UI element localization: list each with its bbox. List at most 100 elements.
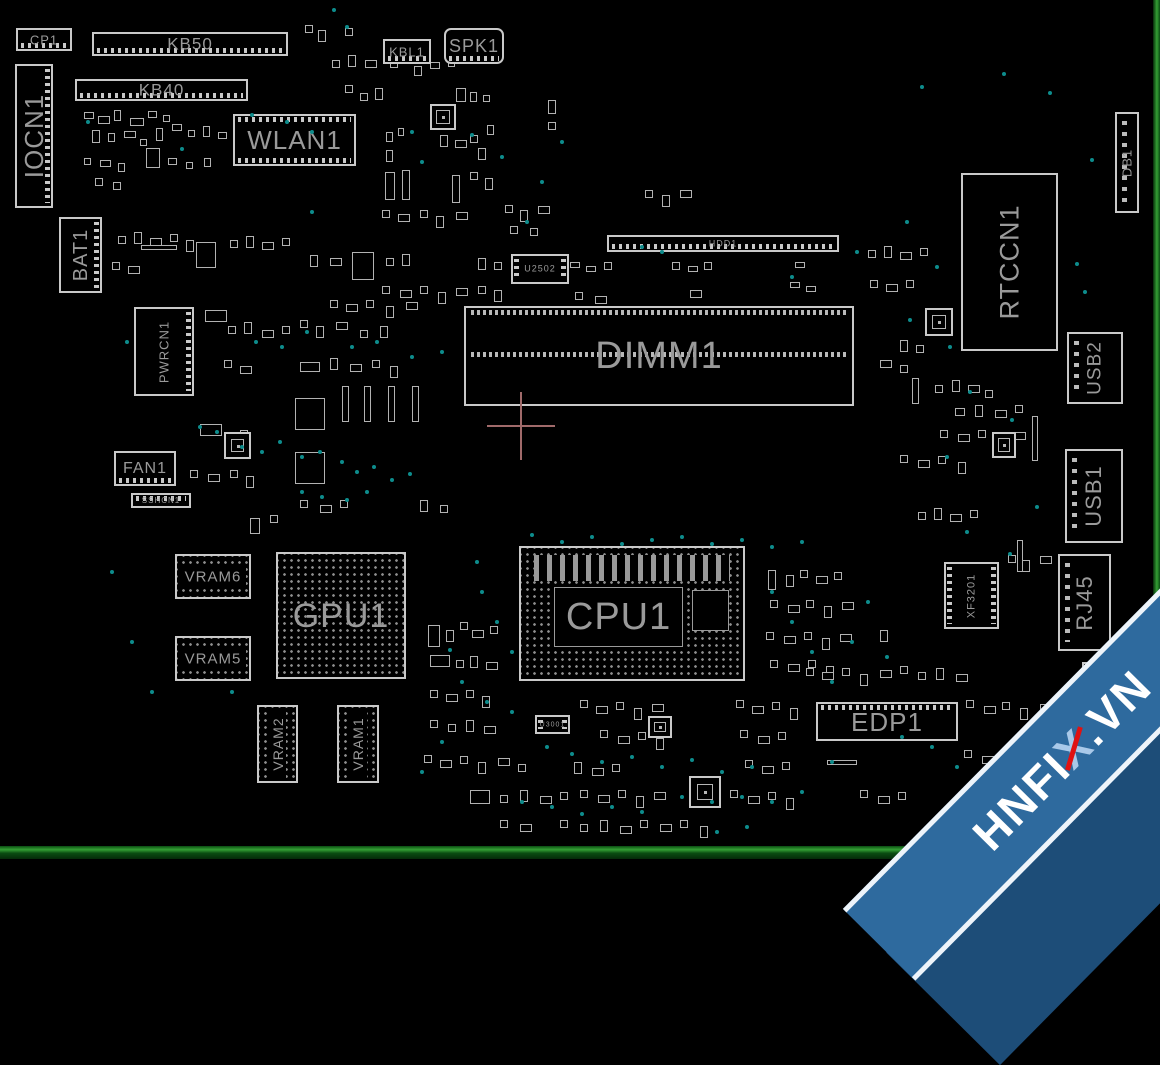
smd-part[interactable]	[478, 762, 486, 774]
smd-part[interactable]	[740, 730, 748, 738]
smd-part[interactable]	[382, 210, 390, 218]
smd-part[interactable]	[386, 306, 394, 318]
smd-part[interactable]	[595, 296, 607, 304]
smd-part[interactable]	[300, 500, 308, 508]
smd-part[interactable]	[574, 762, 582, 774]
smd-part[interactable]	[520, 790, 528, 802]
smd-part[interactable]	[920, 248, 928, 256]
smd-part[interactable]	[936, 668, 944, 680]
smd-part[interactable]	[386, 132, 393, 142]
smd-part[interactable]	[406, 302, 418, 310]
component-hdd1[interactable]: HDD1	[607, 235, 839, 252]
smd-part[interactable]	[958, 462, 966, 474]
smd-part[interactable]	[592, 768, 604, 776]
smd-part[interactable]	[366, 300, 374, 308]
smd-part[interactable]	[616, 702, 624, 710]
smd-part[interactable]	[654, 792, 666, 800]
smd-part[interactable]	[548, 122, 556, 130]
smd-part[interactable]	[900, 340, 908, 352]
smd-part[interactable]	[918, 460, 930, 468]
smd-part[interactable]	[782, 762, 790, 770]
smd-part[interactable]	[878, 796, 890, 804]
smd-part[interactable]	[530, 228, 538, 236]
smd-part[interactable]	[382, 286, 390, 294]
smd-part[interactable]	[470, 135, 478, 143]
smd-part[interactable]	[880, 630, 888, 642]
smd-part[interactable]	[950, 514, 962, 522]
smd-part[interactable]	[440, 505, 448, 513]
component-qfn-a[interactable]	[430, 104, 456, 130]
smd-part[interactable]	[612, 764, 620, 772]
smd-part[interactable]	[934, 508, 942, 520]
smd-part[interactable]	[1015, 405, 1023, 413]
smd-part[interactable]	[662, 195, 670, 207]
smd-part[interactable]	[672, 262, 680, 270]
smd-part[interactable]	[770, 660, 778, 668]
smd-part[interactable]	[1040, 556, 1052, 564]
smd-part[interactable]	[455, 140, 467, 148]
smd-part[interactable]	[430, 655, 450, 667]
smd-part[interactable]	[700, 826, 708, 838]
smd-part[interactable]	[336, 322, 348, 330]
smd-part[interactable]	[868, 250, 876, 258]
smd-part[interactable]	[385, 172, 395, 200]
smd-part[interactable]	[172, 124, 182, 131]
smd-part[interactable]	[146, 148, 160, 168]
smd-part[interactable]	[880, 360, 892, 368]
smd-part[interactable]	[365, 60, 377, 68]
smd-part[interactable]	[790, 282, 800, 288]
smd-part[interactable]	[430, 720, 438, 728]
smd-part[interactable]	[330, 300, 338, 308]
smd-part[interactable]	[748, 796, 760, 804]
smd-part[interactable]	[690, 290, 702, 298]
smd-part[interactable]	[730, 790, 738, 798]
smd-part[interactable]	[900, 252, 912, 260]
smd-part[interactable]	[822, 638, 830, 650]
smd-part[interactable]	[456, 212, 468, 220]
smd-part[interactable]	[1002, 702, 1010, 710]
smd-part[interactable]	[500, 820, 508, 828]
smd-part[interactable]	[956, 674, 968, 682]
smd-part[interactable]	[575, 292, 583, 300]
smd-part[interactable]	[510, 226, 518, 234]
smd-part[interactable]	[935, 385, 943, 393]
component-gpu1[interactable]: GPU1	[276, 552, 406, 679]
smd-part[interactable]	[834, 572, 842, 580]
smd-part[interactable]	[860, 790, 868, 798]
smd-part[interactable]	[436, 216, 444, 228]
component-qfn-b[interactable]	[224, 432, 251, 459]
smd-part[interactable]	[340, 500, 348, 508]
smd-part[interactable]	[282, 326, 290, 334]
smd-part[interactable]	[346, 304, 358, 312]
component-usb1[interactable]: USB1	[1065, 449, 1123, 543]
smd-part[interactable]	[140, 139, 147, 146]
smd-part[interactable]	[580, 824, 588, 832]
smd-part[interactable]	[484, 726, 496, 734]
component-spk1[interactable]: SPK1	[444, 28, 504, 64]
smd-part[interactable]	[295, 398, 325, 430]
smd-part[interactable]	[352, 252, 374, 280]
smd-part[interactable]	[170, 234, 178, 242]
smd-part[interactable]	[1008, 555, 1016, 563]
smd-part[interactable]	[540, 796, 552, 804]
smd-part[interactable]	[380, 326, 388, 338]
smd-part[interactable]	[736, 700, 744, 708]
smd-part[interactable]	[975, 405, 983, 417]
smd-part[interactable]	[440, 760, 452, 768]
smd-part[interactable]	[270, 515, 278, 523]
smd-part[interactable]	[766, 632, 774, 640]
component-vram2[interactable]: VRAM2	[257, 705, 298, 783]
smd-part[interactable]	[600, 820, 608, 832]
smd-part[interactable]	[758, 736, 770, 744]
component-edp1[interactable]: EDP1	[816, 702, 958, 741]
component-vram5[interactable]: VRAM5	[175, 636, 251, 681]
smd-part[interactable]	[800, 570, 808, 578]
smd-part[interactable]	[390, 366, 398, 378]
smd-part[interactable]	[100, 160, 111, 167]
smd-part[interactable]	[487, 125, 494, 135]
smd-part[interactable]	[190, 470, 198, 478]
smd-part[interactable]	[840, 634, 852, 642]
smd-part[interactable]	[886, 284, 898, 292]
smd-part[interactable]	[420, 210, 428, 218]
smd-part[interactable]	[348, 55, 356, 67]
